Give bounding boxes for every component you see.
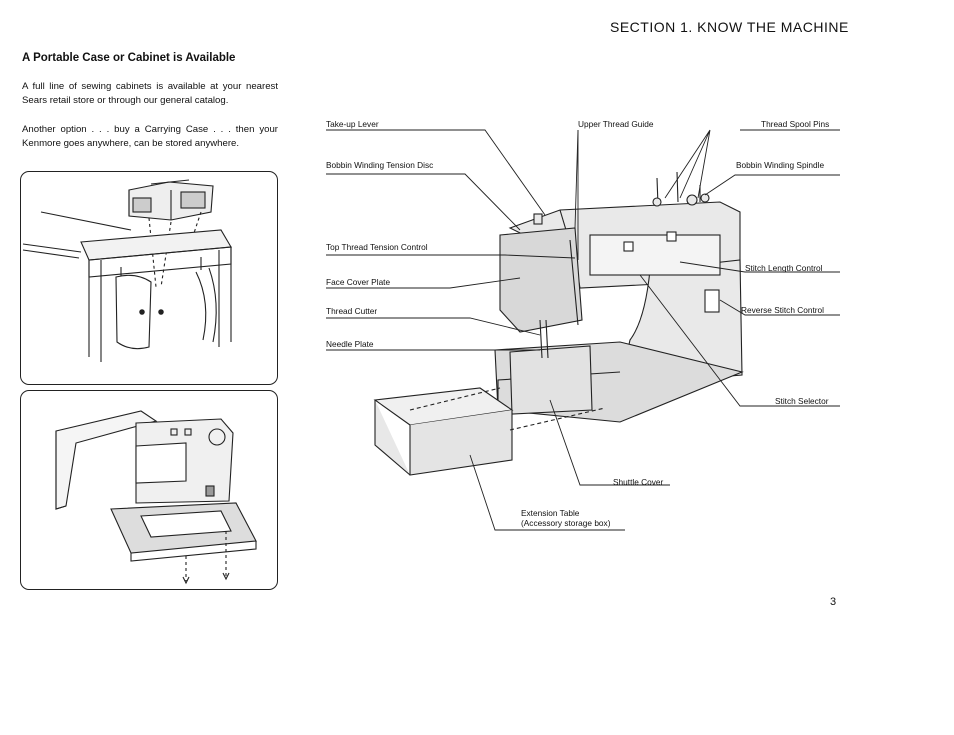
parts-diagram: Take-up Lever Upper Thread Guide Thread … <box>320 110 850 540</box>
extension-table-sublabel: (Accessory storage box) <box>521 518 611 528</box>
cabinet-illustration <box>20 171 278 385</box>
shuttle-cover-label: Shuttle Cover <box>613 477 664 487</box>
carrying-case-illustration <box>20 390 278 590</box>
cabinet-drawing <box>22 179 232 362</box>
stitch-length-control-label: Stitch Length Control <box>745 263 823 273</box>
section-title: SECTION 1. KNOW THE MACHINE <box>610 19 849 35</box>
face-cover-plate-label: Face Cover Plate <box>326 277 391 287</box>
carrying-case-paragraph: Another option . . . buy a Carrying Case… <box>22 124 278 149</box>
top-thread-tension-control-label: Top Thread Tension Control <box>326 242 428 252</box>
page-number: 3 <box>830 596 837 608</box>
upper-thread-guide-label: Upper Thread Guide <box>578 119 654 129</box>
take-up-lever-label: Take-up Lever <box>326 119 379 129</box>
thread-cutter-label: Thread Cutter <box>326 306 378 316</box>
stitch-selector-label: Stitch Selector <box>775 396 829 406</box>
bobbin-winding-tension-disc-label: Bobbin Winding Tension Disc <box>326 160 434 170</box>
carrying-case-drawing <box>55 410 257 585</box>
reverse-stitch-control-label: Reverse Stitch Control <box>741 305 825 315</box>
extension-table-label: Extension Table <box>521 508 580 518</box>
thread-spool-pins-label: Thread Spool Pins <box>761 119 830 129</box>
needle-plate-label: Needle Plate <box>326 339 374 349</box>
bobbin-winding-spindle-label: Bobbin Winding Spindle <box>736 160 825 170</box>
cabinet-heading: A Portable Case or Cabinet is Available <box>22 52 236 64</box>
machine-drawing <box>326 129 840 531</box>
cabinet-paragraph: A full line of sewing cabinets is availa… <box>22 81 278 106</box>
